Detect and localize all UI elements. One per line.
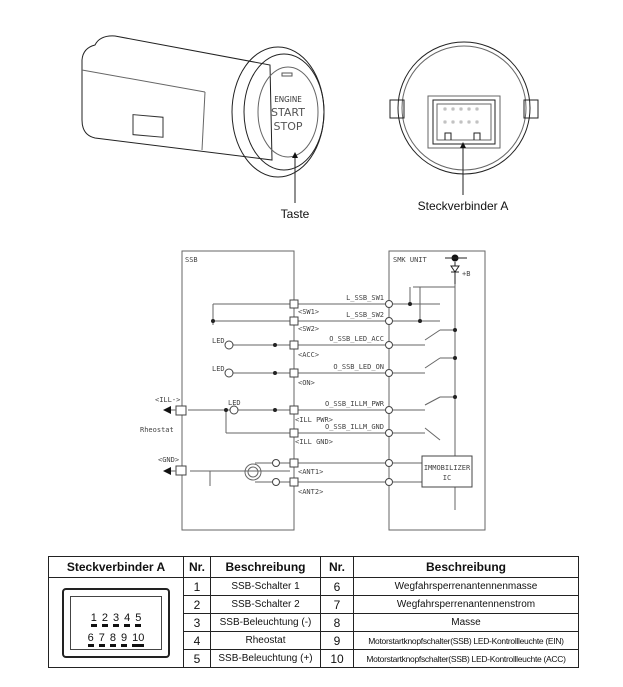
- signal-name: L_SSB_SW1: [346, 294, 384, 302]
- illustrations: ENGINE START STOP Taste Steckverbinder A…: [81, 35, 539, 531]
- description-cell: Wegfahrsperrenantennenmasse: [353, 577, 579, 596]
- taste-label: Taste: [281, 207, 310, 221]
- nr-cell: 3: [183, 613, 211, 632]
- table-row: 2 SSB-Schalter 2 7 Wegfahrsperrenantenne…: [49, 595, 579, 614]
- description-cell: Motorstartknopfschalter(SSB) LED-Kontrol…: [353, 649, 579, 668]
- pin-number: 1: [90, 612, 97, 627]
- description-cell: Wegfahrsperrenantennenstrom: [353, 595, 579, 614]
- pin-number: 7: [98, 632, 105, 647]
- connector-label: Steckverbinder A: [418, 199, 509, 213]
- pin-tag: <ANT1>: [298, 468, 323, 476]
- button-face-engine: ENGINE: [274, 95, 302, 104]
- connector-pin-table: Steckverbinder A Nr. Beschreibung Nr. Be…: [48, 556, 579, 668]
- start-stop-button-illustration: ENGINE START STOP Taste: [81, 35, 325, 221]
- header-description: Beschreibung: [353, 556, 579, 578]
- nr-cell: 8: [320, 613, 354, 632]
- nr-cell: 1: [183, 577, 211, 596]
- signal-name: O_SSB_ILLM_PWR: [325, 400, 385, 408]
- pin-tag: <ILL GND>: [295, 438, 333, 446]
- pin-number: 8: [109, 632, 116, 647]
- pin-tag: <ACC>: [298, 351, 319, 359]
- smk-title: SMK UNIT: [393, 256, 428, 264]
- pin-tag: <SW2>: [298, 325, 319, 333]
- arrow-icon: [460, 142, 466, 148]
- led-label: LED: [212, 337, 225, 345]
- smk-unit-block: [388, 250, 486, 531]
- nr-cell: 10: [320, 649, 354, 668]
- description-cell: SSB-Beleuchtung (-): [210, 613, 321, 632]
- pin-number: 6: [87, 632, 94, 647]
- header-nr: Nr.: [320, 556, 354, 578]
- nr-cell: 4: [183, 631, 211, 650]
- description-cell: Motorstartknopfschalter(SSB) LED-Kontrol…: [353, 631, 579, 650]
- description-cell: SSB-Beleuchtung (+): [210, 649, 321, 668]
- table-row: 3 SSB-Beleuchtung (-) 8 Masse: [49, 613, 579, 632]
- pin-number: 3: [112, 612, 120, 627]
- pin-tag: <ON>: [298, 379, 315, 387]
- pin-number: 10: [132, 632, 145, 647]
- description-cell: SSB-Schalter 1: [210, 577, 321, 596]
- pin-tag: <SW1>: [298, 308, 319, 316]
- connector-back-view-illustration: Steckverbinder A: [389, 41, 539, 213]
- rheostat-label: Rheostat: [140, 426, 174, 434]
- led-label: LED: [228, 399, 241, 407]
- signal-name: O_SSB_LED_ON: [333, 363, 384, 371]
- nr-cell: 2: [183, 595, 211, 614]
- arrow-icon: [292, 152, 298, 158]
- signal-name: L_SSB_SW2: [346, 311, 384, 319]
- pin-tag: <ANT2>: [298, 488, 323, 496]
- signal-name: O_SSB_LED_ACC: [329, 335, 384, 343]
- immobilizer-label: IMMOBILIZER: [424, 464, 471, 472]
- immobilizer-ic-label: IC: [443, 474, 451, 482]
- plus-b-label: +B: [462, 270, 470, 278]
- gnd-label: <GND>: [158, 456, 179, 464]
- table-row: 5 SSB-Beleuchtung (+) 10 Motorstartknopf…: [49, 649, 579, 668]
- signal-name: O_SSB_ILLM_GND: [325, 423, 384, 431]
- pin-number: 4: [124, 612, 131, 627]
- button-face-stop: STOP: [274, 120, 303, 133]
- ssb-title: SSB: [185, 256, 198, 264]
- header-nr: Nr.: [183, 556, 211, 578]
- pin-number: 5: [135, 612, 142, 627]
- circuit-diagram: SSB SMK UNIT +B: [140, 250, 486, 531]
- description-cell: Masse: [353, 613, 579, 632]
- ssb-block: [181, 250, 295, 531]
- pin-number: 9: [121, 632, 128, 647]
- ill-minus-label: <ILL->: [155, 396, 180, 404]
- description-cell: SSB-Schalter 2: [210, 595, 321, 614]
- description-cell: Rheostat: [210, 631, 321, 650]
- pin-tag: <ILL PWR>: [295, 416, 333, 424]
- nr-cell: 9: [320, 631, 354, 650]
- button-face-start: START: [271, 106, 305, 119]
- nr-cell: 7: [320, 595, 354, 614]
- nr-cell: 5: [183, 649, 211, 668]
- nr-cell: 6: [320, 577, 354, 596]
- led-label: LED: [212, 365, 225, 373]
- header-description: Beschreibung: [210, 556, 321, 578]
- pin-number: 2: [101, 612, 108, 627]
- header-connector: Steckverbinder A: [48, 556, 184, 578]
